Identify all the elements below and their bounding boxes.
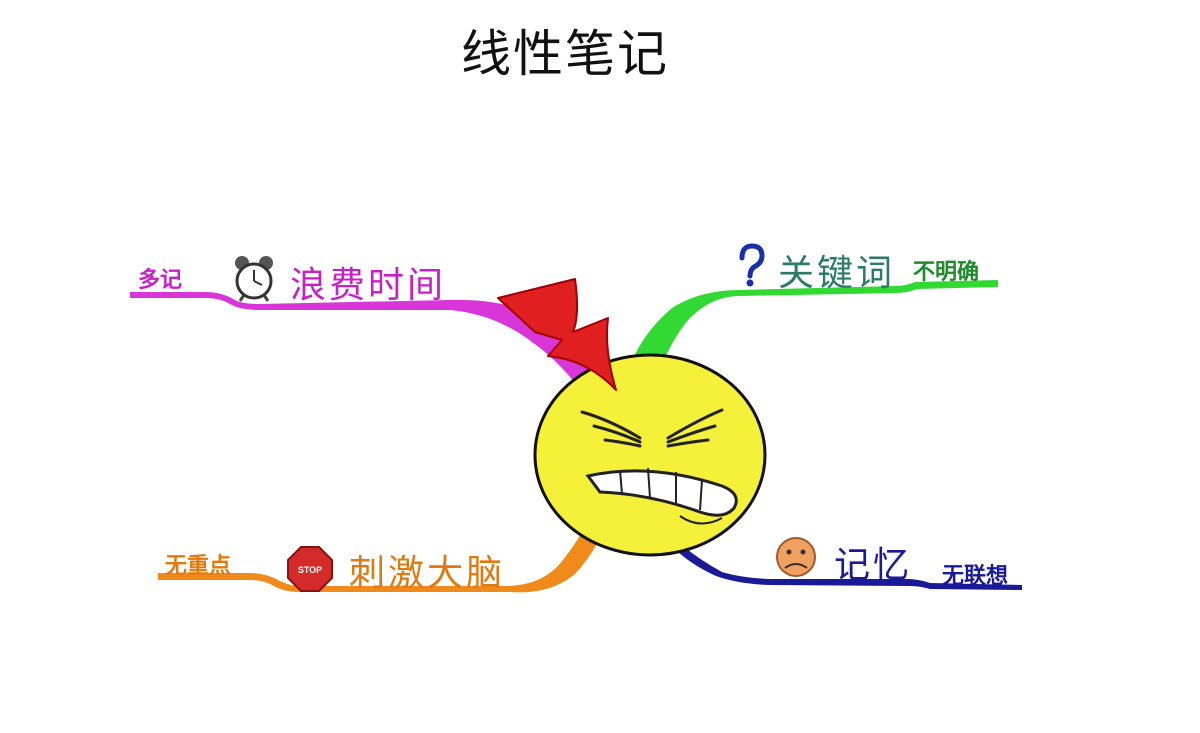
- sad-face-icon: [776, 537, 816, 577]
- label-unclear: 不明确: [913, 260, 980, 285]
- label-more-notes: 多记: [138, 268, 183, 293]
- label-no-association: 无联想: [942, 564, 1009, 589]
- stop-sign-icon: STOP: [287, 546, 333, 592]
- branch-bottom-right: [678, 546, 1022, 590]
- stop-sign-text: STOP: [298, 565, 322, 575]
- label-stimulate-brain: 刺激大脑: [349, 553, 506, 594]
- label-memory: 记忆: [834, 545, 913, 586]
- branch-bottom-left: [158, 532, 598, 593]
- label-keywords: 关键词: [778, 253, 896, 294]
- lightning-bolt-icon: [497, 278, 617, 391]
- alarm-clock-icon: [235, 256, 273, 302]
- question-mark-icon: [739, 243, 765, 287]
- page-title: 线性笔记: [461, 25, 669, 83]
- angry-face-icon: [533, 353, 767, 557]
- label-waste-time: 浪费时间: [290, 265, 447, 306]
- label-no-focus: 无重点: [165, 554, 232, 579]
- branch-top-left: [130, 292, 605, 392]
